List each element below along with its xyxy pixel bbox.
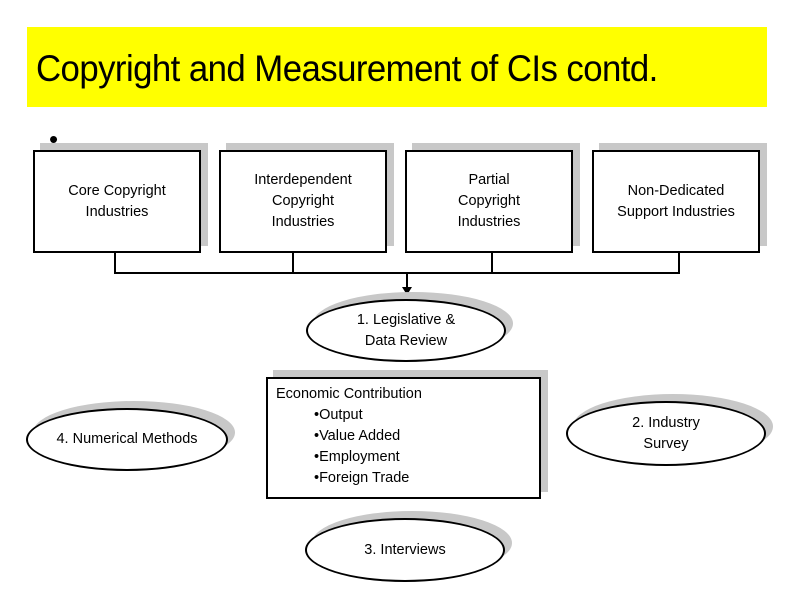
method-interviews-label: 3. Interviews [364,541,446,558]
method-survey-label: 2. Industry Survey [632,414,700,452]
industry-box-core: Core Copyright Industries [33,150,201,253]
industry-label-interdependent: Interdependent Copyright Industries [254,172,352,230]
list-item: •Foreign Trade [314,470,410,486]
slide-title: Copyright and Measurement of CIs contd. [36,48,658,89]
industry-box-partial: Partial Copyright Industries [405,150,573,253]
title-banner: Copyright and Measurement of CIs contd. [27,27,767,107]
economic-contribution-list: •Output •Value Added •Employment •Foreig… [314,405,409,489]
industry-label-partial: Partial Copyright Industries [457,172,521,230]
method-numerical-label: 4. Numerical Methods [56,431,198,447]
bullet-marker: • [49,124,59,154]
method-industry-survey: 2. Industry Survey [566,401,766,466]
method-legislative-review: 1. Legislative & Data Review [306,299,506,362]
method-interviews: 3. Interviews [305,518,505,582]
industry-box-interdependent: Interdependent Copyright Industries [219,150,387,253]
economic-contribution-heading: Economic Contribution [276,386,422,402]
list-item: •Output [314,407,363,423]
industry-label-core: Core Copyright Industries [68,182,166,220]
arrow-head-icon [402,287,412,295]
industry-label-non-dedicated: Non-Dedicated Support Industries [617,182,735,220]
list-item: •Employment [314,449,400,465]
method-legislative-label: 1. Legislative & Data Review [356,311,456,349]
list-item: •Value Added [314,428,401,444]
method-numerical: 4. Numerical Methods [26,408,228,471]
economic-contribution-box: Economic Contribution •Output •Value Add… [266,377,541,499]
industry-box-non-dedicated: Non-Dedicated Support Industries [592,150,760,253]
